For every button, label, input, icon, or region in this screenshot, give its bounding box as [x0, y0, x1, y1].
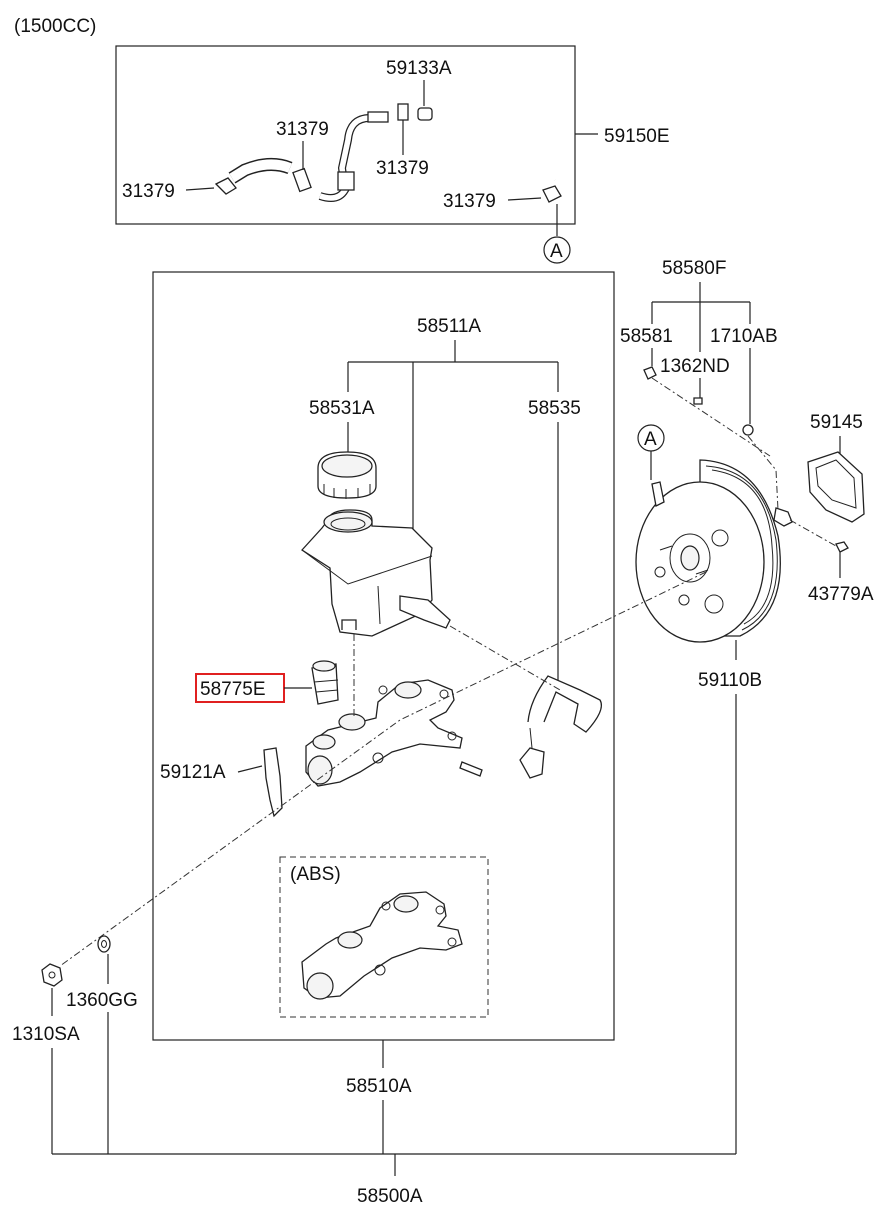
callout-a-top: A: [550, 241, 563, 262]
callout-a-booster: A: [644, 429, 657, 450]
label-1360GG[interactable]: 1360GG: [66, 990, 138, 1011]
label-58580F[interactable]: 58580F: [662, 258, 726, 279]
label-31379-b[interactable]: 31379: [376, 158, 429, 179]
label-43779A[interactable]: 43779A: [808, 584, 874, 605]
label-58510A[interactable]: 58510A: [346, 1076, 412, 1097]
abs-variant-box: [279, 856, 489, 1018]
label-31379-c[interactable]: 31379: [122, 181, 175, 202]
label-1310SA[interactable]: 1310SA: [12, 1024, 80, 1045]
label-59133A[interactable]: 59133A: [386, 58, 452, 79]
clip-59121A: [263, 747, 283, 818]
label-58775E[interactable]: 58775E: [200, 679, 266, 700]
label-1362ND[interactable]: 1362ND: [660, 356, 730, 377]
label-59110B[interactable]: 59110B: [698, 670, 762, 691]
grommet-58775E: [311, 660, 339, 705]
label-59145[interactable]: 59145: [810, 412, 863, 433]
label-31379-d[interactable]: 31379: [443, 191, 496, 212]
label-58531A[interactable]: 58531A: [309, 398, 375, 419]
washer-1360GG: [97, 935, 111, 953]
reservoir-cap: [317, 451, 377, 499]
vacuum-hose-assembly: [214, 102, 562, 203]
label-1710AB[interactable]: 1710AB: [710, 326, 778, 347]
variant-label: (1500CC): [14, 16, 96, 37]
level-sensor-connector: [399, 595, 603, 779]
abs-label: (ABS): [290, 864, 341, 885]
nut-1310SA: [41, 963, 63, 987]
gasket-59145: [807, 451, 865, 523]
brake-booster: [635, 459, 793, 643]
abs-master-cylinder: [301, 891, 463, 1000]
label-58500A[interactable]: 58500A: [357, 1186, 423, 1207]
label-58581[interactable]: 58581: [620, 326, 673, 347]
hose-group-box: [115, 45, 576, 225]
brake-fluid-reservoir: [301, 509, 433, 637]
label-59121A[interactable]: 59121A: [160, 762, 226, 783]
label-31379-a[interactable]: 31379: [276, 119, 329, 140]
label-58511A[interactable]: 58511A: [417, 316, 481, 337]
label-59150E[interactable]: 59150E: [604, 126, 670, 147]
callout-circle-top: [543, 236, 571, 264]
label-58535[interactable]: 58535: [528, 398, 581, 419]
